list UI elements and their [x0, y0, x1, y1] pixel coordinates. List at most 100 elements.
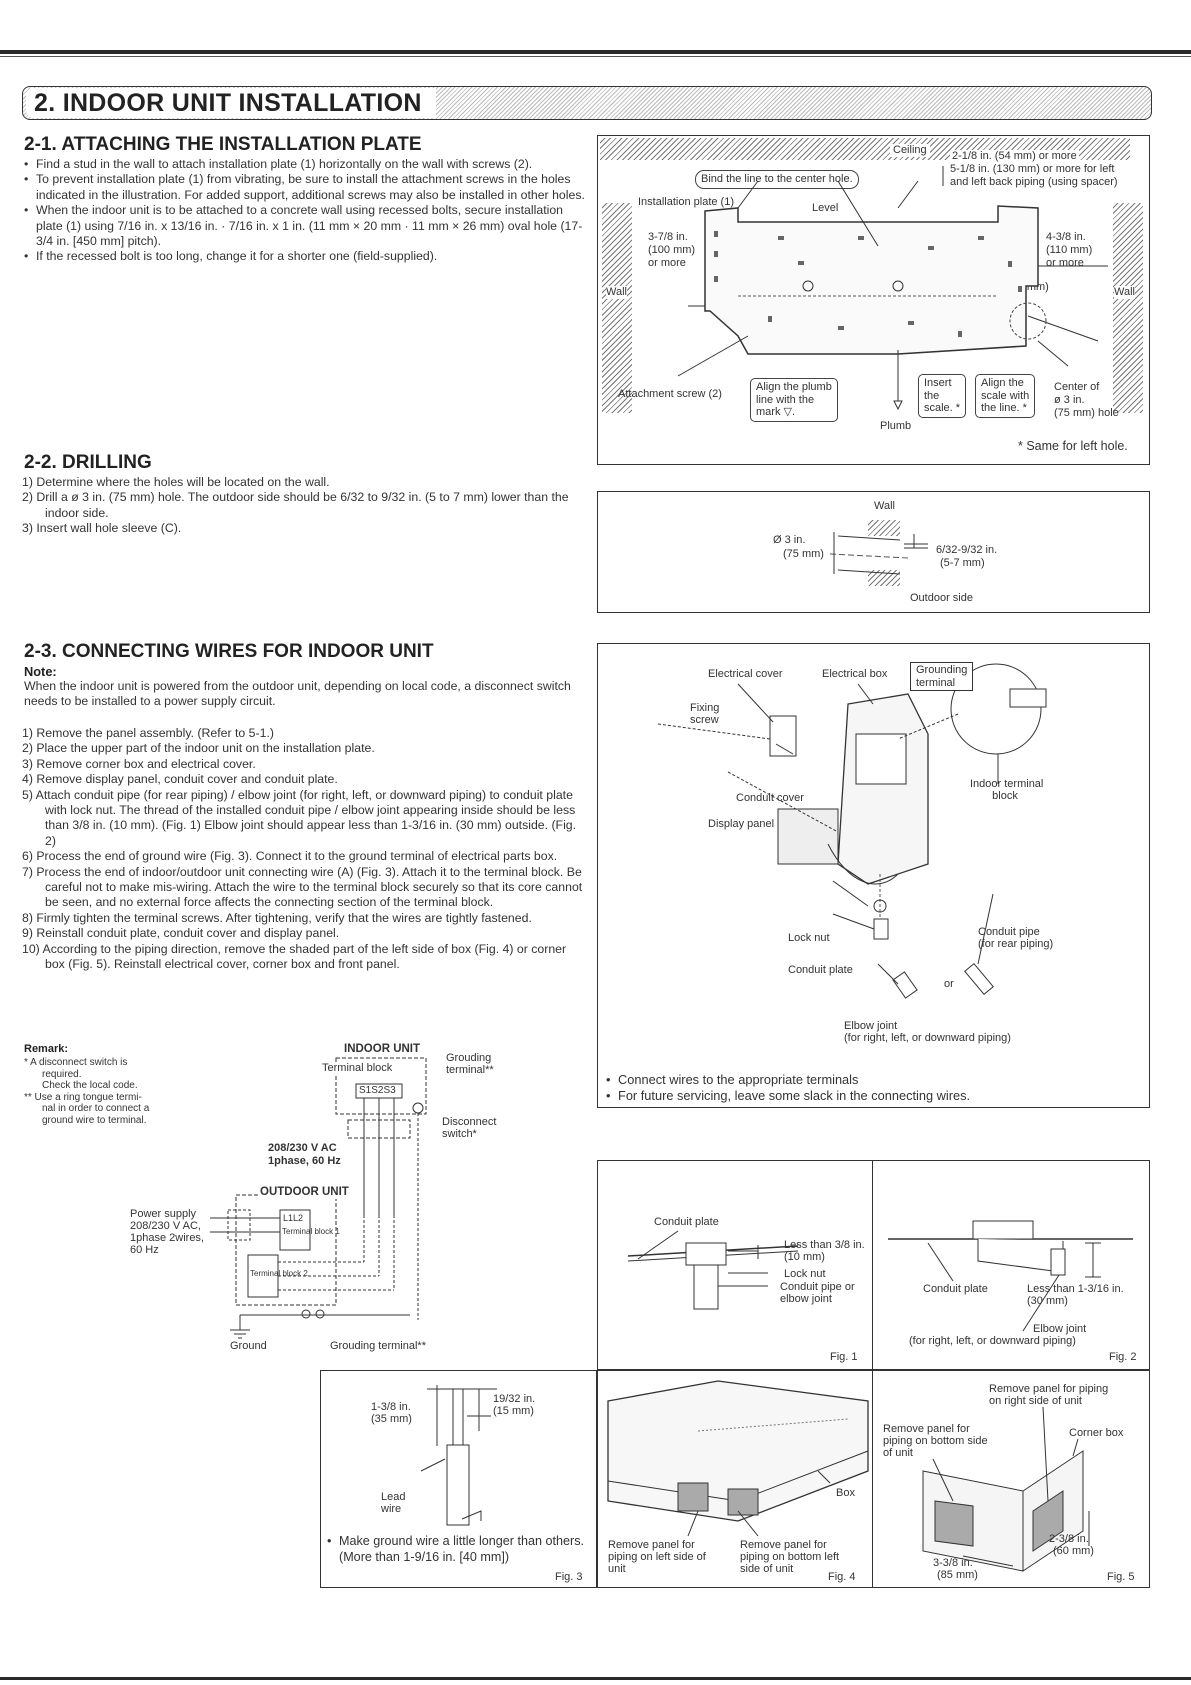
conduit-cover-label: Conduit cover [736, 792, 804, 804]
s22-step: 2) Drill a ø 3 in. (75 mm) hole. The out… [22, 490, 569, 520]
fig1-caption: Fig. 1 [830, 1351, 858, 1363]
fig2-caption: Fig. 2 [1109, 1351, 1137, 1363]
fig1-less-1: Less than 3/8 in. [784, 1239, 865, 1251]
ground-label: Ground [230, 1340, 267, 1352]
bind-line-callout: Bind the line to the center hole. [695, 170, 859, 189]
level-label: Level [812, 202, 839, 214]
drop-1: 6/32-9/32 in. [936, 544, 998, 556]
s21-bullet: When the indoor unit is to be attached t… [22, 203, 588, 249]
grounding-terminal-callout: Grounding terminal [910, 662, 974, 691]
fig5-d2a: 3-3/8 in. [933, 1557, 973, 1569]
phase-label: 1phase, 60 Hz [268, 1155, 341, 1167]
fig4-box: Box [836, 1487, 855, 1499]
disconnect-2: switch* [442, 1128, 477, 1140]
top-dim-3: and left back piping (using spacer) [950, 176, 1118, 188]
remark-2a: ** Use a ring tongue termi- [24, 1091, 142, 1103]
s-terminals: S1S2S3 [359, 1085, 396, 1096]
s23-step: 6) Process the end of ground wire (Fig. … [22, 849, 558, 864]
conduit-plate-label: Conduit plate [788, 964, 853, 976]
fig2-less-1: Less than 1-3/16 in. [1027, 1283, 1124, 1295]
fig3-note: Make ground wire a little longer than ot… [325, 1533, 587, 1565]
drill-hole-drawing [829, 532, 928, 575]
fig-1: Conduit plate Less than 3/8 in. (10 mm) … [597, 1160, 874, 1370]
note-label: Note: [24, 664, 57, 679]
installation-plate-drawing [677, 166, 1108, 411]
fig1-drawing [627, 1230, 799, 1310]
fig3-d2b: (15 mm) [493, 1405, 534, 1417]
s21-title: 2-1. ATTACHING THE INSTALLATION PLATE [24, 134, 422, 155]
terminal-block-label: Terminal block [320, 1062, 395, 1075]
fixing-1: Fixing [690, 702, 720, 714]
dia-1: Ø 3 in. [773, 534, 806, 546]
remark-label: Remark: [24, 1043, 69, 1055]
right-dim-2: (110 mm) [1046, 244, 1093, 256]
fig4-bottom-3: side of unit [740, 1563, 794, 1575]
s23-step: 2) Place the upper part of the indoor un… [22, 741, 375, 756]
align-plumb-line-3: mark ▽. [756, 406, 796, 418]
wall-left-label: Wall [606, 286, 627, 299]
s23-title: 2-3. CONNECTING WIRES FOR INDOOR UNIT [24, 641, 434, 662]
s22-steps: 1) Determine where the holes will be loc… [22, 475, 588, 537]
top-rule [0, 50, 1191, 54]
s23-step: 10) According to the piping direction, r… [22, 941, 567, 972]
align-scale-callout: Align the scale with the line. * [975, 374, 1036, 418]
s23-step: 5) Attach conduit pipe (for rear piping)… [22, 787, 577, 848]
remark-2c: ground wire to terminal. [42, 1114, 147, 1126]
fig1-lock-nut: Lock nut [784, 1268, 826, 1280]
note-text: When the indoor unit is powered from the… [24, 679, 571, 709]
bottom-rule [0, 1677, 1191, 1680]
fig-2: Conduit plate Less than 1-3/16 in. (30 m… [872, 1160, 1150, 1370]
section-title: 2. INDOOR UNIT INSTALLATION [26, 88, 436, 118]
insert-line-3: scale. * [924, 402, 961, 414]
top-rule-thin [0, 56, 1191, 57]
fig3-d1b: (35 mm) [371, 1413, 412, 1425]
s23-step: 8) Firmly tighten the terminal screws. A… [22, 910, 532, 925]
top-dim-1: 2-1/8 in. (54 mm) or more [950, 150, 1079, 163]
fig-5: Remove panel for piping on right side of… [872, 1370, 1150, 1588]
display-panel-label: Display panel [708, 818, 775, 830]
fig-4: Box Remove panel for piping on left side… [597, 1370, 874, 1588]
left-dim-2: (100 mm) [648, 244, 696, 256]
fig5-bottom-2: piping on bottom side [883, 1435, 988, 1447]
fig1-pipe-2: elbow joint [780, 1293, 832, 1305]
installation-plate-label: Installation plate (1) [638, 196, 734, 208]
s23-steps: 1) Remove the panel assembly. (Refer to … [22, 726, 584, 973]
fig4-left-3: unit [608, 1563, 626, 1575]
fig4-caption: Fig. 4 [828, 1571, 856, 1583]
fig5-d2b: (85 mm) [937, 1569, 978, 1581]
outdoor-unit-label: OUTDOOR UNIT [258, 1186, 351, 1199]
or-label: or [944, 978, 954, 990]
fig3-note-item: Make ground wire a little longer than ot… [325, 1533, 587, 1565]
elbow-1: Elbow joint [844, 1020, 898, 1032]
insert-line-1: Insert [924, 377, 952, 389]
drilling-figure: Wall Ø 3 in. (75 mm) 6/32-9/32 in. (5-7 … [597, 491, 1150, 613]
fig-3: 1-3/8 in. (35 mm) 19/32 in. (15 mm) Lead… [320, 1370, 597, 1588]
fig4-bottom-1: Remove panel for [740, 1539, 827, 1551]
s22-step: 3) Insert wall hole sleeve (C). [22, 521, 182, 536]
fig2-conduit-plate: Conduit plate [923, 1283, 988, 1295]
electrical-cover-label: Electrical cover [708, 668, 783, 680]
insert-line-2: the [924, 389, 940, 402]
align-plumb-line-2: line with the [756, 393, 815, 406]
grounding-1: Grounding [916, 664, 968, 676]
s22-title: 2-2. DRILLING [24, 452, 152, 473]
dia-2: (75 mm) [783, 548, 824, 560]
wall-left-hatch [602, 203, 632, 413]
remark-1b: required. [42, 1068, 82, 1080]
terminal-block-2-label: Terminal block 2 [250, 1269, 308, 1278]
fig4-bottom-2: piping on bottom left [740, 1551, 840, 1563]
align-scale-line-2: scale with [981, 389, 1030, 402]
remark-text: * A disconnect switch is required. Check… [24, 1057, 149, 1126]
fig2-elbow-2: (for right, left, or downward piping) [909, 1335, 1076, 1347]
l1l2-terminals: L1L2 [283, 1213, 304, 1223]
wiring-notes: Connect wires to the appropriate termina… [604, 1072, 1144, 1104]
fig1-pipe-1: Conduit pipe or [780, 1281, 855, 1293]
fixing-2: screw [690, 714, 719, 726]
left-dim-3: or more [648, 257, 686, 269]
fig3-lead-2: wire [381, 1503, 402, 1515]
fig3-caption: Fig. 3 [555, 1571, 583, 1583]
s21-bullet: Find a stud in the wall to attach instal… [22, 157, 588, 173]
plumb-label: Plumb [880, 420, 912, 432]
center-hole-3: (75 mm) hole [1054, 407, 1119, 419]
fig3-d2a: 19/32 in. [493, 1393, 536, 1405]
